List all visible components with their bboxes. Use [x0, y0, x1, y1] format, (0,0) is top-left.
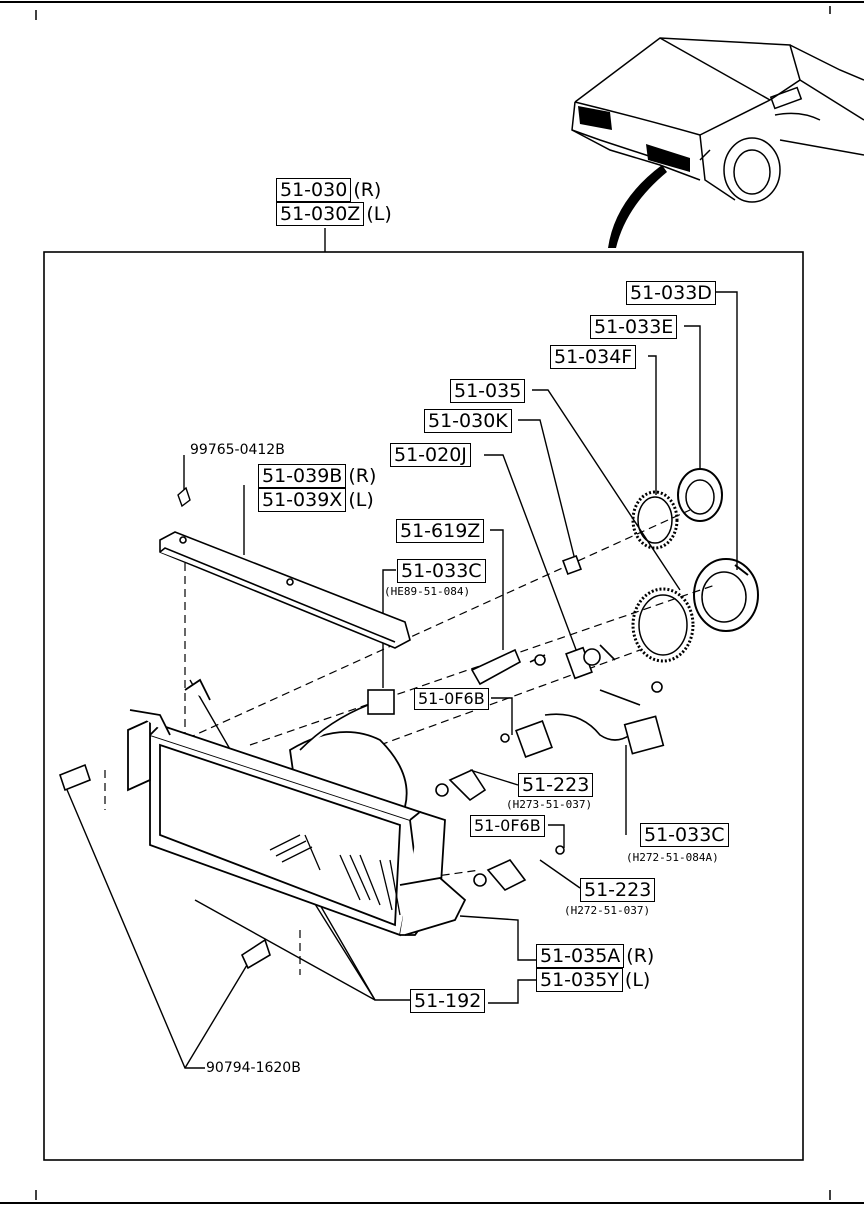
- part-51-223-b: 51-223: [580, 878, 656, 902]
- socket-223a-note: (H273-51-037): [506, 798, 593, 811]
- socket-c2-note: (H272-51-084A): [626, 851, 719, 864]
- part-51-033e: 51-033E: [590, 315, 678, 339]
- part-51-034f: 51-034F: [550, 345, 637, 369]
- small-screw: [177, 486, 191, 508]
- part-51-0f6b-b: 51-0F6B: [470, 815, 545, 837]
- headlight-l-mark: [646, 144, 690, 172]
- part-51-619z: 51-619Z: [396, 519, 485, 543]
- headlamp-housing: [127, 678, 467, 937]
- part-51-033d: 51-033D: [626, 281, 716, 305]
- part-51-035: 51-035: [450, 379, 526, 403]
- bulb-rings: [631, 468, 759, 663]
- lens-side-l: (L): [624, 969, 651, 991]
- part-51-035y: 51-035Y: [536, 968, 623, 992]
- bracket-side-r: (R): [348, 465, 377, 487]
- bracket-label: 51-039B(R) 51-039X(L): [258, 464, 376, 512]
- part-51-020j: 51-020J: [390, 443, 471, 467]
- mounting-bracket: [159, 531, 411, 649]
- part-51-030: 51-030: [276, 178, 352, 202]
- lens-hatching: [269, 834, 401, 916]
- part-51-039x: 51-039X: [258, 488, 347, 512]
- socket-223b-note: (H272-51-037): [564, 904, 651, 917]
- headlight-r-mark: [578, 106, 612, 130]
- headlight-assembly-label: 51-030(R) 51-030Z(L): [276, 178, 392, 226]
- side-r: (R): [353, 179, 382, 201]
- bolts: [59, 763, 271, 970]
- part-51-035a: 51-035A: [536, 944, 625, 968]
- part-51-192: 51-192: [410, 989, 486, 1013]
- car-sketch: [571, 37, 864, 203]
- part-51-030k: 51-030K: [424, 409, 512, 433]
- part-51-030z: 51-030Z: [276, 202, 365, 226]
- part-51-033c-a: 51-033C: [397, 559, 486, 583]
- lens-side-r: (R): [626, 945, 655, 967]
- pointer-wedge: [608, 165, 667, 248]
- bolt-code-label: 90794-1620B: [206, 1060, 301, 1076]
- screw-code-label: 99765-0412B: [190, 442, 285, 458]
- bulb-and-sockets: [299, 555, 665, 891]
- assembly-frame: [43, 251, 804, 1161]
- part-51-039b: 51-039B: [258, 464, 347, 488]
- part-51-0f6b-a: 51-0F6B: [414, 688, 489, 710]
- part-51-033c-b: 51-033C: [640, 823, 729, 847]
- part-51-223-a: 51-223: [518, 773, 594, 797]
- lens-label: 51-035A(R) 51-035Y(L): [536, 944, 654, 992]
- socket-c-note: (HE89-51-084): [384, 585, 471, 598]
- bracket-side-l: (L): [348, 489, 374, 511]
- side-l: (L): [366, 203, 392, 225]
